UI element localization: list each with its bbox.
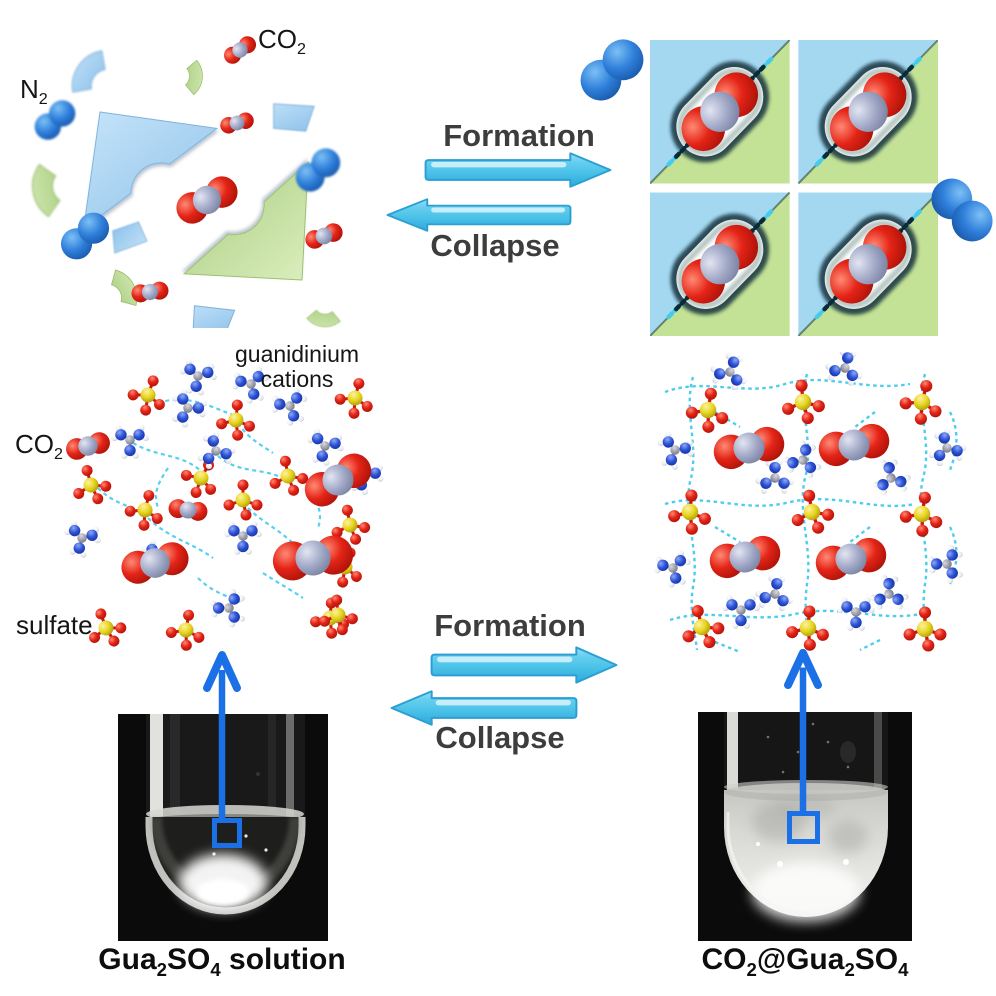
guanidinium-label: guanidinium cations	[212, 342, 382, 392]
solution-structure-scene	[57, 356, 389, 656]
co2-label-solution: CO2	[15, 429, 63, 464]
co2-molecule	[706, 532, 784, 582]
sulfate-ion	[673, 598, 731, 656]
left-sample-caption: Gua2SO4 solution	[98, 943, 346, 980]
co2-molecule	[302, 220, 346, 252]
collapse-label-top: Collapse	[430, 228, 560, 263]
co2-molecule	[130, 280, 170, 304]
co2-label-top: CO2	[258, 24, 306, 59]
guanidinium-cation	[223, 519, 263, 556]
sulfate-ion	[65, 458, 117, 512]
cage-tile	[798, 40, 938, 184]
n2-molecule-left-of-tiles	[580, 39, 644, 101]
zoom-box-left	[212, 818, 242, 848]
n2-label: N2	[20, 74, 48, 109]
sulfate-ion	[213, 396, 259, 444]
guanidinium-cation	[649, 428, 699, 476]
co2-molecule	[220, 32, 260, 68]
co2-molecule	[218, 110, 256, 136]
guanidinium-cation	[865, 569, 916, 621]
clathrate-tiles-scene	[650, 40, 938, 336]
zoom-arrow-left	[192, 648, 252, 822]
guanidinium-cation	[57, 517, 106, 563]
right-sample-caption: CO2@Gua2SO4	[701, 943, 909, 980]
guanidinium-cation	[820, 352, 866, 393]
cage-tile	[650, 40, 790, 184]
co2-molecule	[170, 170, 244, 230]
sulfate-ion	[895, 486, 949, 542]
guanidinium-cation	[204, 584, 256, 635]
guanidinium-cation	[919, 423, 972, 476]
sulfate-ion	[665, 486, 715, 538]
zoom-arrow-right	[773, 646, 833, 816]
guanidinium-cation	[749, 570, 797, 620]
n2-molecule	[295, 148, 341, 192]
puzzle-piece-blue	[109, 220, 149, 254]
n2-molecule	[60, 212, 110, 260]
n2-molecule-right-of-tiles	[931, 178, 993, 242]
puzzle-piece-green	[177, 59, 213, 96]
zoom-box-right	[787, 811, 820, 844]
formation-arrow-top	[424, 152, 612, 188]
puzzle-piece-green	[17, 163, 71, 218]
puzzle-piece-blue	[66, 50, 109, 93]
sulfate-ion	[119, 483, 171, 537]
puzzle-piece-blue	[187, 299, 236, 328]
crystal-framework-scene	[649, 352, 974, 656]
sulfate-ion	[785, 484, 839, 540]
dissolved-fragments-scene	[17, 32, 346, 328]
guanidinium-label-line1: guanidinium	[234, 341, 360, 367]
sulfate-ion	[263, 450, 313, 502]
guanidinium-cation	[836, 595, 876, 632]
formation-label-top: Formation	[443, 118, 595, 153]
guanidinium-cation	[649, 547, 698, 593]
guanidinium-cation	[266, 384, 316, 432]
sulfate-ion	[121, 367, 175, 423]
formation-label-bottom: Formation	[434, 608, 586, 643]
cage-tile	[798, 192, 938, 336]
collapse-label-bottom: Collapse	[435, 720, 565, 755]
sulfate-label: sulfate	[16, 610, 93, 640]
guanidinium-cation	[161, 384, 213, 435]
cage-tile	[650, 192, 790, 336]
sulfate-ion	[901, 604, 949, 654]
puzzle-piece-green	[306, 302, 341, 328]
co2-molecule	[815, 420, 893, 470]
co2-molecule	[63, 429, 113, 463]
guanidinium-cation	[721, 593, 761, 630]
co2-molecule	[167, 497, 209, 523]
guanidinium-cation	[869, 454, 917, 504]
sulfate-ion	[778, 376, 828, 428]
guanidinium-label-line2: cations	[260, 366, 334, 392]
co2-molecule	[298, 447, 378, 513]
formation-arrow-bottom	[430, 646, 618, 684]
sulfate-ion	[161, 604, 211, 656]
sulfate-ion	[893, 373, 951, 431]
puzzle-piece-blue	[268, 97, 315, 137]
guanidinium-cation	[110, 423, 150, 460]
guanidinium-cation	[922, 540, 974, 591]
